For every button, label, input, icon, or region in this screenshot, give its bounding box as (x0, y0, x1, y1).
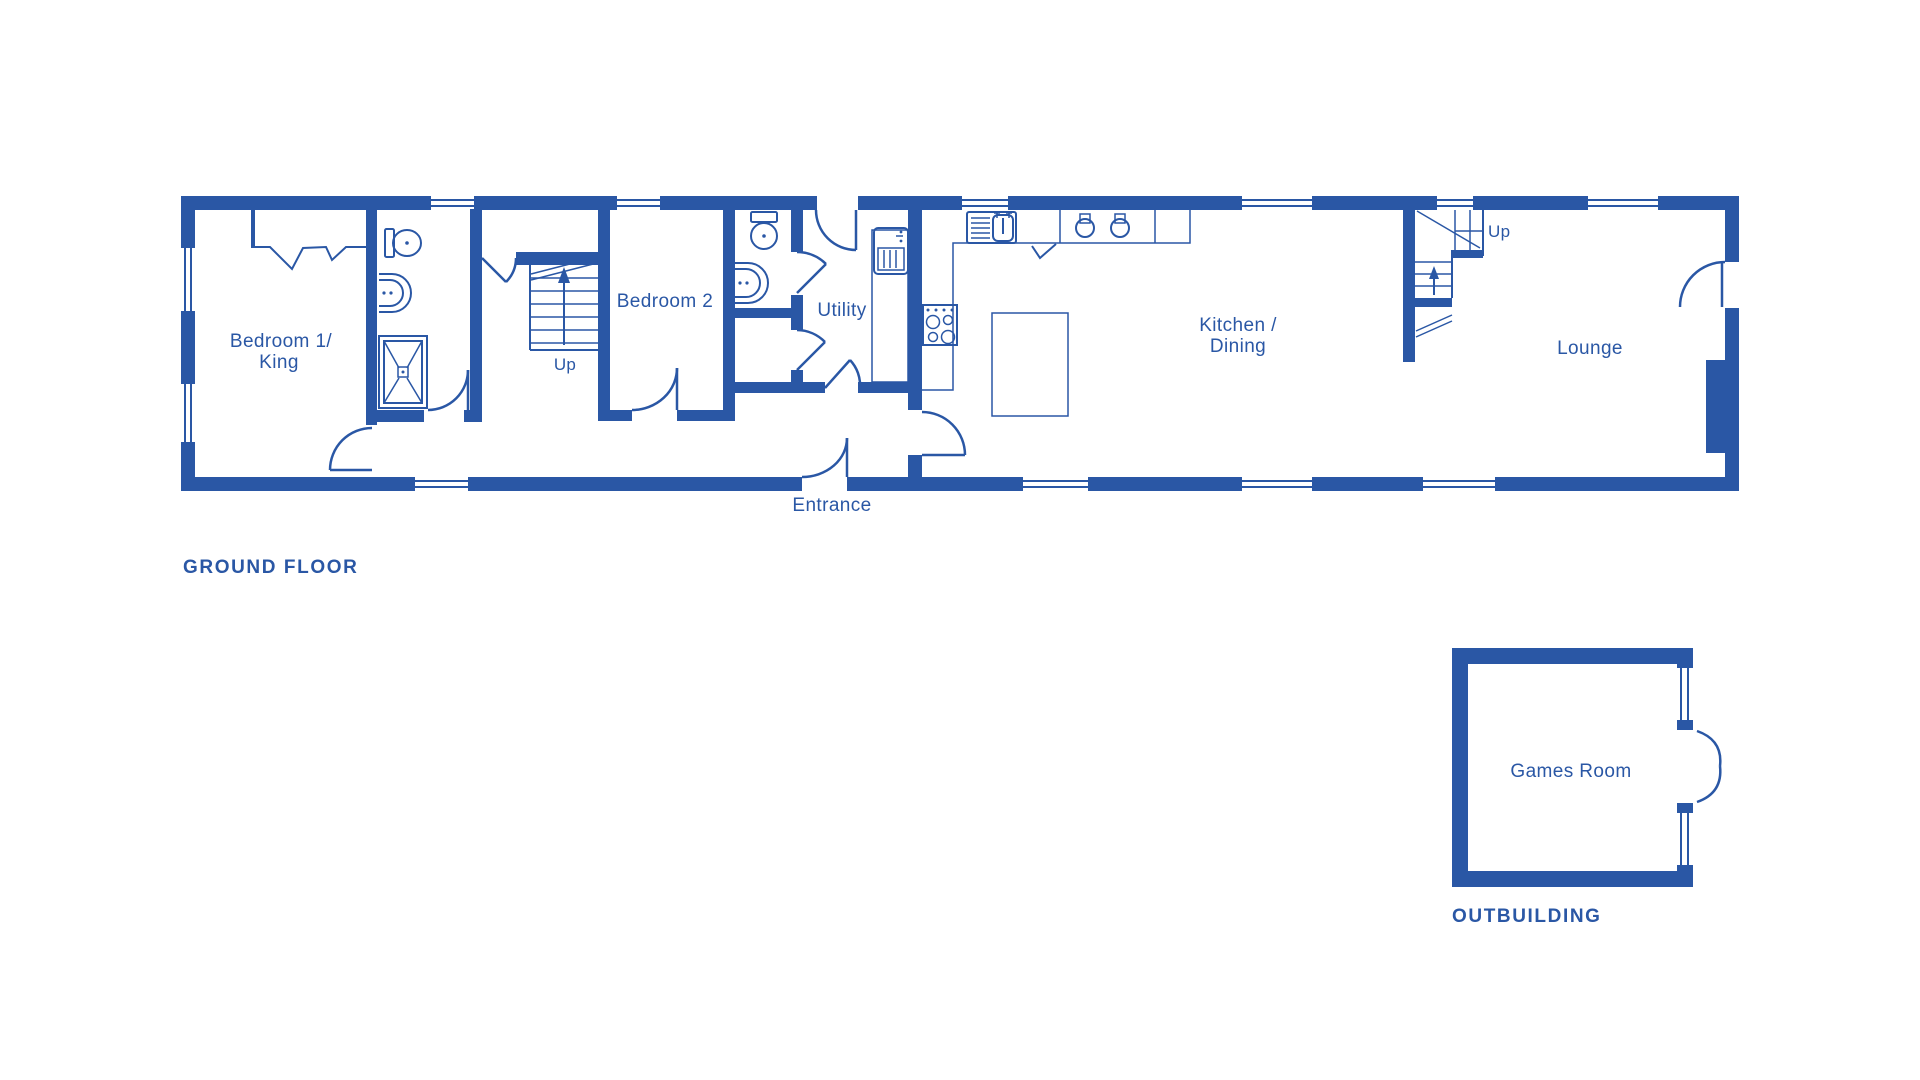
toilet-icon (750, 211, 778, 250)
outbuilding-title: OUTBUILDING (1452, 906, 1602, 927)
cupboard-door (481, 257, 518, 283)
window (178, 248, 198, 311)
utility-door (824, 359, 862, 389)
bedroom1-door (328, 426, 373, 472)
fireplace-icon (1706, 360, 1725, 453)
room-label: Bedroom 1/ (230, 331, 333, 352)
counter-detail (1031, 243, 1057, 260)
room-label: Lounge (1557, 338, 1623, 359)
hob-icon (922, 304, 958, 346)
kitchen-counter (922, 210, 1191, 391)
room-label: Games Room (1510, 761, 1631, 782)
room-lounge: Lounge (1557, 338, 1725, 453)
prep-sink-icon (1110, 213, 1130, 238)
window (617, 193, 660, 213)
shower-icon (378, 335, 428, 409)
stairs1-up-label: Up (554, 355, 576, 374)
room-ensuite (378, 228, 428, 409)
room-label: Bedroom 2 (617, 291, 714, 312)
window (1674, 813, 1696, 865)
interior-walls (251, 209, 1415, 477)
kitchen-island (991, 312, 1069, 417)
games-room-door-opening (1677, 730, 1693, 803)
doors (328, 209, 1726, 479)
ground-floor-plan: Bedroom 1/ King (178, 193, 1739, 578)
stairs-2: Up (1415, 210, 1510, 338)
sink-icon (379, 273, 412, 313)
window (1023, 474, 1088, 494)
back-door (814, 209, 858, 252)
prep-sink-icon (1075, 213, 1095, 238)
windows-bottom-wall (415, 474, 1495, 494)
room-label: King (259, 352, 299, 373)
wardrobe-icon (253, 245, 366, 271)
room-label: Utility (817, 300, 866, 321)
french-doors (1696, 729, 1722, 804)
window (415, 474, 468, 494)
room-bedroom1: Bedroom 1/ King (230, 245, 366, 373)
window (1437, 193, 1473, 213)
windows-left-wall (178, 248, 198, 442)
window (1588, 193, 1658, 213)
room-utility: Utility (817, 227, 909, 383)
entrance-door (801, 437, 849, 479)
kitchen-sink-icon (966, 211, 1017, 244)
ensuite-door (427, 369, 470, 412)
window (178, 384, 198, 442)
window (1242, 193, 1312, 213)
window (1423, 474, 1495, 494)
window (1242, 474, 1312, 494)
bathroom2-door (796, 250, 827, 294)
entrance-label: Entrance (792, 495, 871, 516)
kitchen-door (921, 410, 967, 457)
room-label: Kitchen / (1199, 315, 1277, 336)
entrance-door-opening (802, 477, 847, 491)
bedroom2-door (631, 367, 679, 412)
window (1674, 668, 1696, 720)
back-door-opening (817, 196, 858, 210)
outbuilding-plan: Games Room OUTBUILDING (1452, 648, 1722, 927)
room-kitchen-dining: Kitchen / Dining (922, 210, 1277, 417)
windows-top-wall (431, 193, 1658, 213)
stairs2-up-label: Up (1488, 222, 1510, 241)
floor-title: GROUND FLOOR (183, 557, 358, 578)
window (962, 193, 1008, 213)
toilet-icon (384, 228, 422, 258)
lounge-door-opening (1725, 262, 1739, 308)
stairs-1: Up (529, 256, 598, 374)
sink-icon (735, 262, 769, 304)
room-bathroom2 (735, 211, 778, 304)
window (431, 193, 474, 213)
room-bedroom2: Bedroom 2 (617, 291, 714, 312)
washing-machine-icon (873, 227, 909, 275)
store-room-door (796, 328, 826, 371)
room-label: Dining (1210, 336, 1266, 357)
utility-counter (871, 229, 909, 383)
lounge-door (1678, 260, 1726, 308)
